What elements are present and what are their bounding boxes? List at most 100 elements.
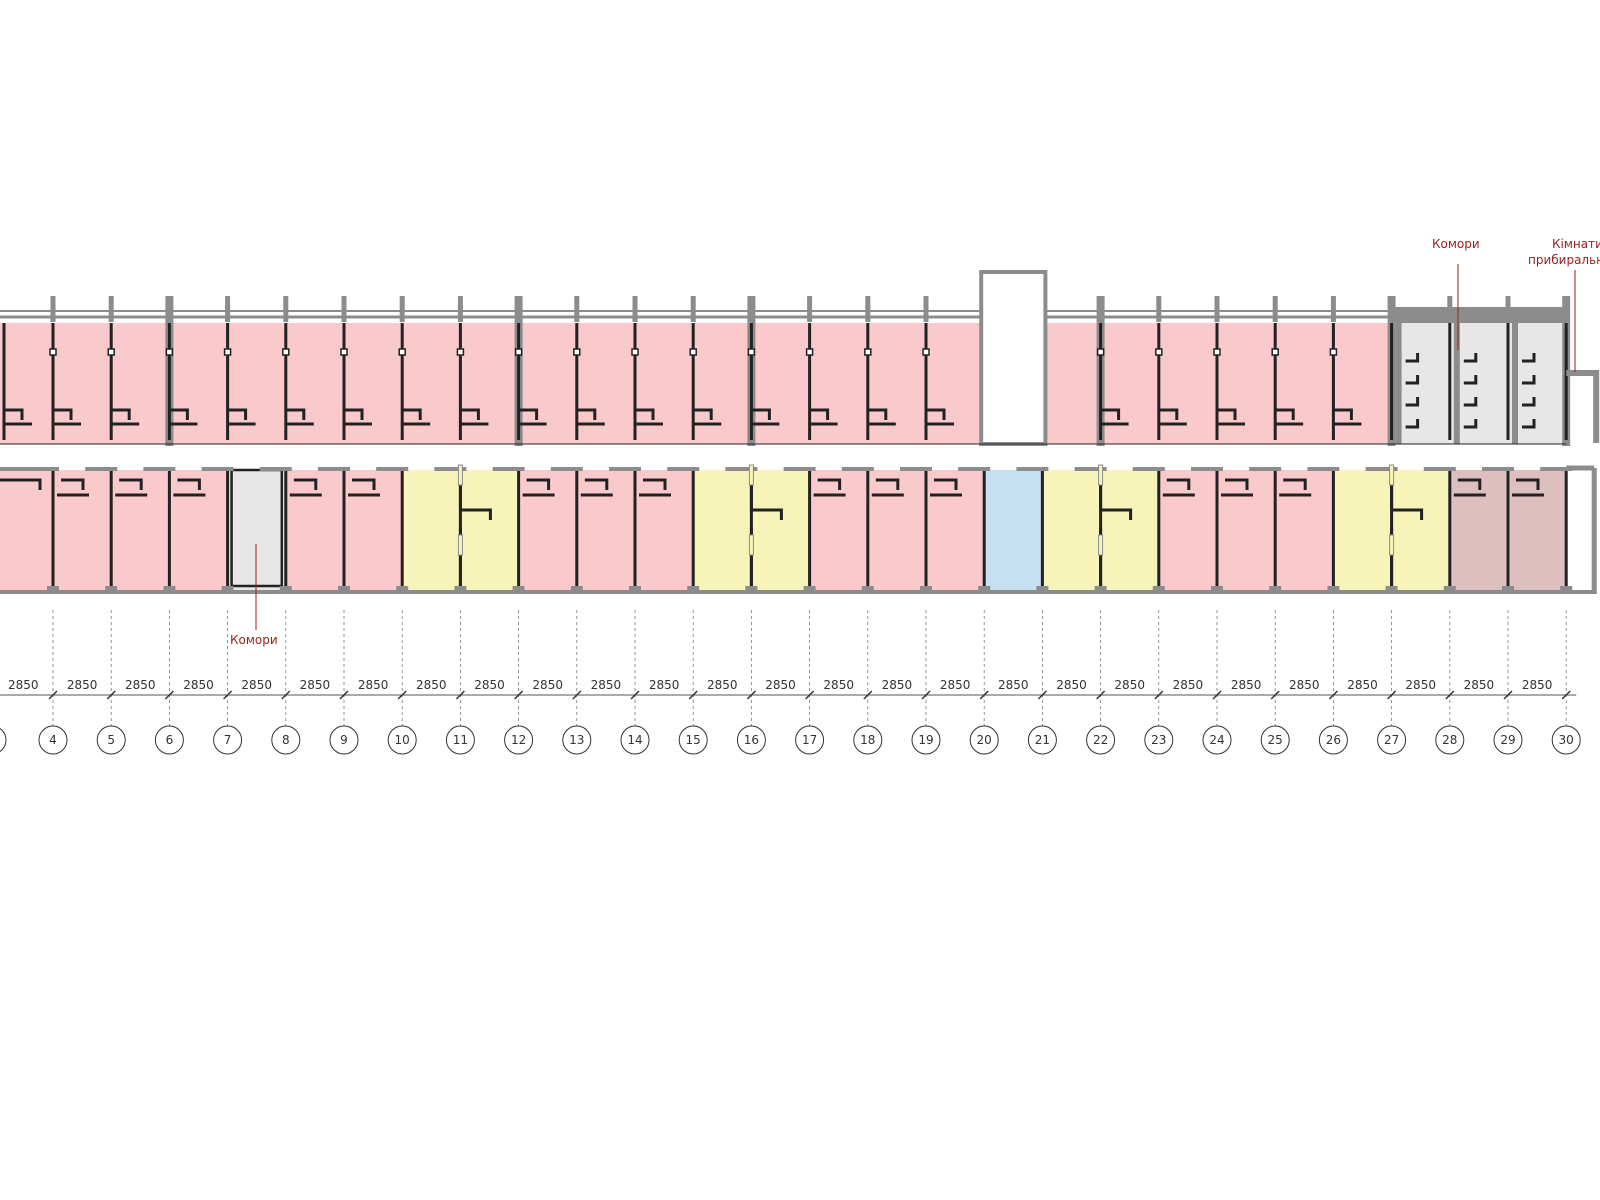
storage-room-wall [230,468,284,588]
cleaning-room-label-line2: прибиральниці [1528,253,1600,267]
door [580,478,613,497]
axis-label: 11 [453,733,468,747]
axis-label: 22 [1093,733,1108,747]
dimension-value: 2850 [474,678,505,692]
outer-wall [1391,307,1567,323]
storage-label-top: Комори [1432,237,1480,251]
vent-shaft [922,348,930,356]
axis-bubble [213,725,243,755]
dimension-value: 2850 [300,678,331,692]
door [1279,478,1312,497]
axis-label: 6 [166,733,174,747]
door [748,464,754,486]
dimension-tick [921,690,931,700]
column [1330,296,1336,322]
dimension-value: 2850 [1173,678,1204,692]
axis-label: 16 [744,733,759,747]
axis-label: 25 [1268,733,1283,747]
column [1156,296,1162,322]
vent-shaft [223,348,232,356]
axis-bubble [678,725,708,755]
dimension-value: 2850 [998,678,1029,692]
vent-shaft [1271,348,1279,356]
axis-bubble [38,725,68,755]
dimension-tick [863,690,873,700]
dimension-tick [979,690,989,700]
vent-shaft [573,348,581,356]
dimension-value: 2850 [1289,678,1320,692]
dimension-tick [688,690,698,700]
axis-bubble [1202,725,1232,755]
vent-shaft [1155,348,1163,356]
door [1275,408,1304,426]
axis-bubble [736,725,766,755]
column [632,296,638,322]
dimension-tick [514,690,524,700]
axis-label: 30 [1559,733,1574,747]
dimension-tick [630,690,640,700]
dimension-tick [1154,690,1164,700]
axis-label: 21 [1035,733,1050,747]
vent-shaft [514,348,523,356]
dimension-tick [339,690,349,700]
dimension-value: 2850 [532,678,563,692]
axis-bubble [504,725,534,755]
axis-bubble [96,725,126,755]
axis-label: 24 [1209,733,1224,747]
column [923,296,929,322]
axis-bubble [795,725,825,755]
door [173,478,206,497]
bottom-room [984,470,1043,590]
dimension-tick [1037,690,1047,700]
vent-shaft [747,348,756,356]
column [341,296,347,322]
axis-label: 12 [511,733,526,747]
locker-door [1522,375,1536,385]
dimension-value: 2850 [183,678,214,692]
door [348,478,380,497]
axis-bubble [445,725,475,755]
storage-block [1391,323,1567,444]
door [635,408,663,426]
bottom-room [227,470,286,590]
dimension-tick [1561,690,1571,700]
dimension-tick [164,690,174,700]
bottom-row-rooms [0,470,1567,590]
axis-bubble [154,725,184,755]
axis-bubble [1551,725,1581,755]
doors [0,348,1544,556]
axis-bubble [1086,725,1116,755]
column [225,296,231,322]
door [1389,534,1395,556]
dimension-value: 2850 [1056,678,1087,692]
dimension-value: 2850 [1347,678,1378,692]
cleaning-room-wall [1566,370,1600,443]
axis-grid: 2850428505285062850728508285092850102850… [0,610,1581,755]
axis-bubble [1377,725,1407,755]
door [926,408,954,426]
door [693,408,722,426]
axis-label: 23 [1151,733,1166,747]
vent-shaft [1096,348,1105,356]
storage-wall [1512,323,1518,444]
door [457,464,463,486]
axis-label: 5 [107,733,115,747]
dimension-value: 2850 [1114,678,1145,692]
door [53,408,81,426]
dimension-value: 2850 [823,678,854,692]
dimension-value: 2850 [1522,678,1553,692]
door [402,408,431,426]
locker-door [1463,375,1478,385]
locker-door [1522,353,1536,363]
dimension-value: 2850 [1231,678,1262,692]
column [399,296,405,322]
door [751,408,780,426]
column [108,296,114,322]
axis-label: 28 [1442,733,1457,747]
dimension-value: 2850 [241,678,272,692]
door [930,478,962,497]
column [690,296,696,322]
door [1158,408,1187,426]
dimension-tick [1212,690,1222,700]
dimension-value: 2850 [416,678,447,692]
